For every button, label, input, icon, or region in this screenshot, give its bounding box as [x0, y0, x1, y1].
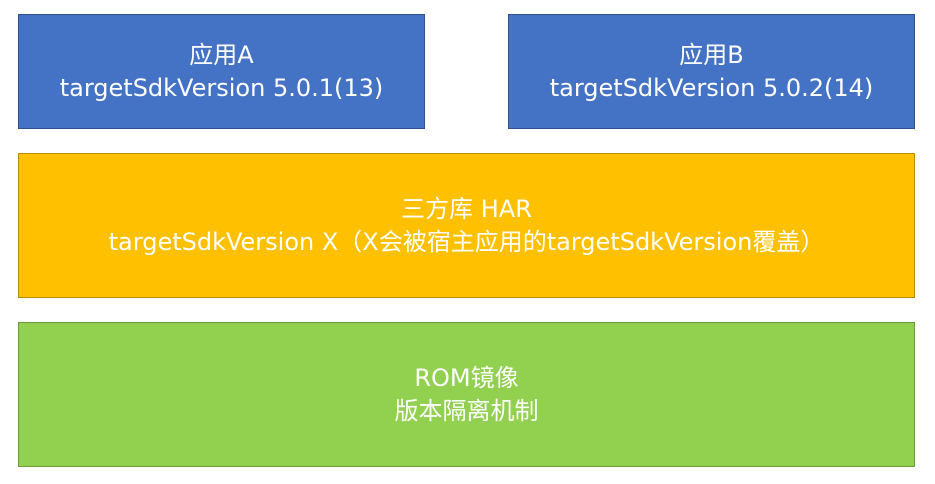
har-version: targetSdkVersion X（X会被宿主应用的targetSdkVers…: [108, 227, 825, 256]
app-b-name: 应用B: [679, 40, 744, 69]
rom-name: ROM镜像: [414, 363, 519, 392]
app-a-box: 应用A targetSdkVersion 5.0.1(13): [18, 14, 425, 129]
app-a-version: targetSdkVersion 5.0.1(13): [59, 73, 384, 102]
app-a-name: 应用A: [189, 40, 254, 69]
app-b-version: targetSdkVersion 5.0.2(14): [549, 73, 874, 102]
rom-image-box: ROM镜像 版本隔离机制: [18, 322, 915, 467]
app-b-box: 应用B targetSdkVersion 5.0.2(14): [508, 14, 915, 129]
har-library-box: 三方库 HAR targetSdkVersion X（X会被宿主应用的targe…: [18, 153, 915, 298]
har-name: 三方库 HAR: [401, 194, 532, 223]
rom-mechanism: 版本隔离机制: [394, 396, 539, 425]
